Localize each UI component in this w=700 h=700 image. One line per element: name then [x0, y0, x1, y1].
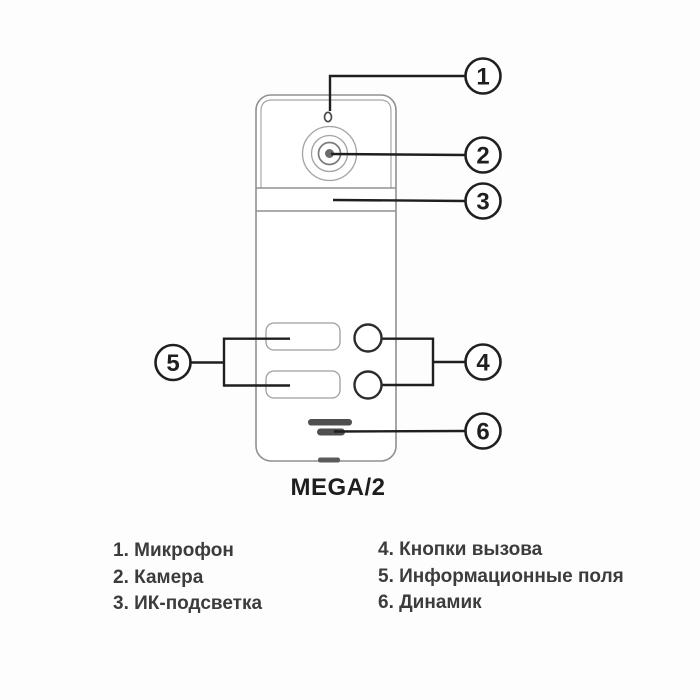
callout-circle-2: 2: [464, 136, 502, 174]
callout-number-5: 5: [166, 350, 179, 377]
ir-window: [256, 187, 396, 212]
legend-item-2: 2. Камера: [113, 566, 204, 588]
callout-circle-4: 4: [464, 343, 502, 381]
callout-line-1: [328, 74, 466, 111]
callout-number-1: 1: [476, 64, 489, 91]
callout-circle-1: 1: [464, 57, 502, 95]
callout-circle-3: 3: [464, 182, 502, 220]
legend-item-3: 3. ИК-подсветка: [113, 593, 263, 614]
legend-item-4: 4. Кнопки вызова: [378, 539, 543, 560]
call-button-1: [353, 323, 383, 353]
legend-column-right: 4. Кнопки вызова 5. Информационные поля …: [378, 537, 624, 617]
speaker-grille-icon: [308, 419, 352, 436]
device-body: [255, 94, 397, 462]
callout-number-3: 3: [476, 189, 489, 216]
camera-lens-icon: [301, 125, 358, 182]
legend-item-5: 5. Информационные поля: [378, 565, 624, 587]
callout-line-3: [332, 198, 467, 203]
callout-circle-6: 6: [464, 412, 502, 450]
callout-line-2: [330, 152, 467, 157]
call-button-2: [353, 370, 383, 400]
legend-item-6: 6. Динамик: [378, 592, 482, 613]
legend-column-left: 1. Микрофон 2. Камера 3. ИК-подсветка: [113, 538, 262, 618]
camera-panel: [260, 99, 392, 188]
model-label: MEGA/2: [290, 474, 386, 501]
callout-number-6: 6: [476, 419, 489, 446]
bottom-notch: [318, 457, 340, 463]
callout-number-4: 4: [476, 350, 490, 377]
info-field-1: [265, 322, 341, 351]
callout-number-2: 2: [476, 143, 489, 170]
microphone-hole-icon: [323, 111, 333, 123]
callout-bracket-5: [190, 337, 290, 387]
legend-item-1: 1. Микрофон: [113, 540, 234, 561]
callout-line-6: [333, 429, 467, 433]
callout-circle-5: 5: [154, 343, 192, 382]
